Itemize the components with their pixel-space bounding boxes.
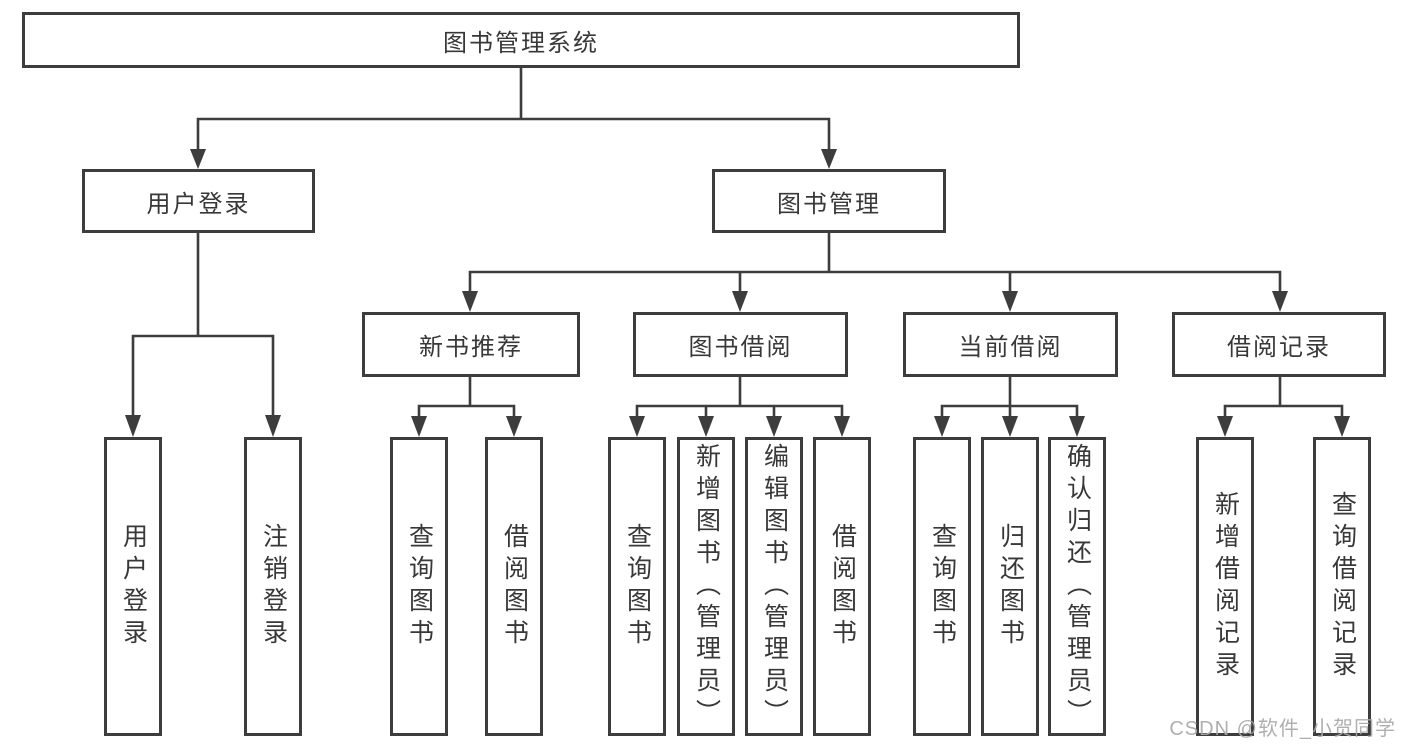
leaf-return-books: 归还图书 [981,437,1039,736]
node-current-borrowing: 当前借阅 [903,312,1118,377]
leaf-confirm-return-admin: 确认归还（管理员） [1048,437,1106,736]
connector-root-to-level2 [190,66,837,169]
node-label: 图书管理系统 [443,29,599,57]
node-label: 用户登录 [146,190,251,218]
node-label: 借阅图书 [828,522,857,651]
leaf-add-borrow-record: 新增借阅记录 [1196,437,1254,736]
leaf-query-books-borrowing: 查询图书 [608,437,666,736]
node-label: 借阅记录 [1227,334,1331,361]
connector-records-to-leaves [1217,375,1350,437]
node-label: 查询借阅记录 [1328,490,1357,683]
node-label: 注销登录 [259,522,288,651]
node-label: 查询图书 [405,522,434,651]
node-label: 新增借阅记录 [1211,490,1240,683]
node-new-book-recommendation: 新书推荐 [362,312,580,377]
node-label: 编辑图书（管理员） [760,442,789,731]
connector-borrowing-to-leaves [629,375,850,437]
node-label: 当前借阅 [958,334,1063,361]
node-borrowing-records: 借阅记录 [1172,312,1386,377]
leaf-borrow-books-recommend: 借阅图书 [485,437,543,736]
leaf-edit-book-admin: 编辑图书（管理员） [745,437,803,736]
node-user-login: 用户登录 [82,169,315,233]
leaf-user-login: 用户登录 [104,437,162,736]
leaf-logout: 注销登录 [244,437,302,736]
node-library-management-system: 图书管理系统 [22,12,1020,68]
node-label: 查询图书 [928,522,957,651]
leaf-query-borrow-record: 查询借阅记录 [1313,437,1371,736]
node-book-management: 图书管理 [712,169,946,233]
node-label: 借阅图书 [500,522,529,651]
connector-current-to-leaves [934,375,1085,437]
node-label: 归还图书 [996,522,1025,651]
connector-mgmt-to-level3 [462,231,1288,312]
leaf-query-books-current: 查询图书 [913,437,971,736]
node-label: 用户登录 [119,522,148,651]
node-book-borrowing: 图书借阅 [633,312,848,377]
connector-login-to-leaves [125,231,281,437]
connector-recommend-to-leaves [411,375,522,437]
node-label: 查询图书 [623,522,652,651]
node-label: 新增图书（管理员） [692,442,721,731]
leaf-add-book-admin: 新增图书（管理员） [677,437,735,736]
leaf-borrow-books-borrowing: 借阅图书 [813,437,871,736]
node-label: 图书管理 [777,190,881,218]
node-label: 图书借阅 [688,334,793,361]
node-label: 新书推荐 [419,334,523,361]
leaf-query-books-recommend: 查询图书 [390,437,448,736]
node-label: 确认归还（管理员） [1063,442,1092,731]
csdn-watermark: CSDN @软件_小贺同学 [1169,718,1396,740]
